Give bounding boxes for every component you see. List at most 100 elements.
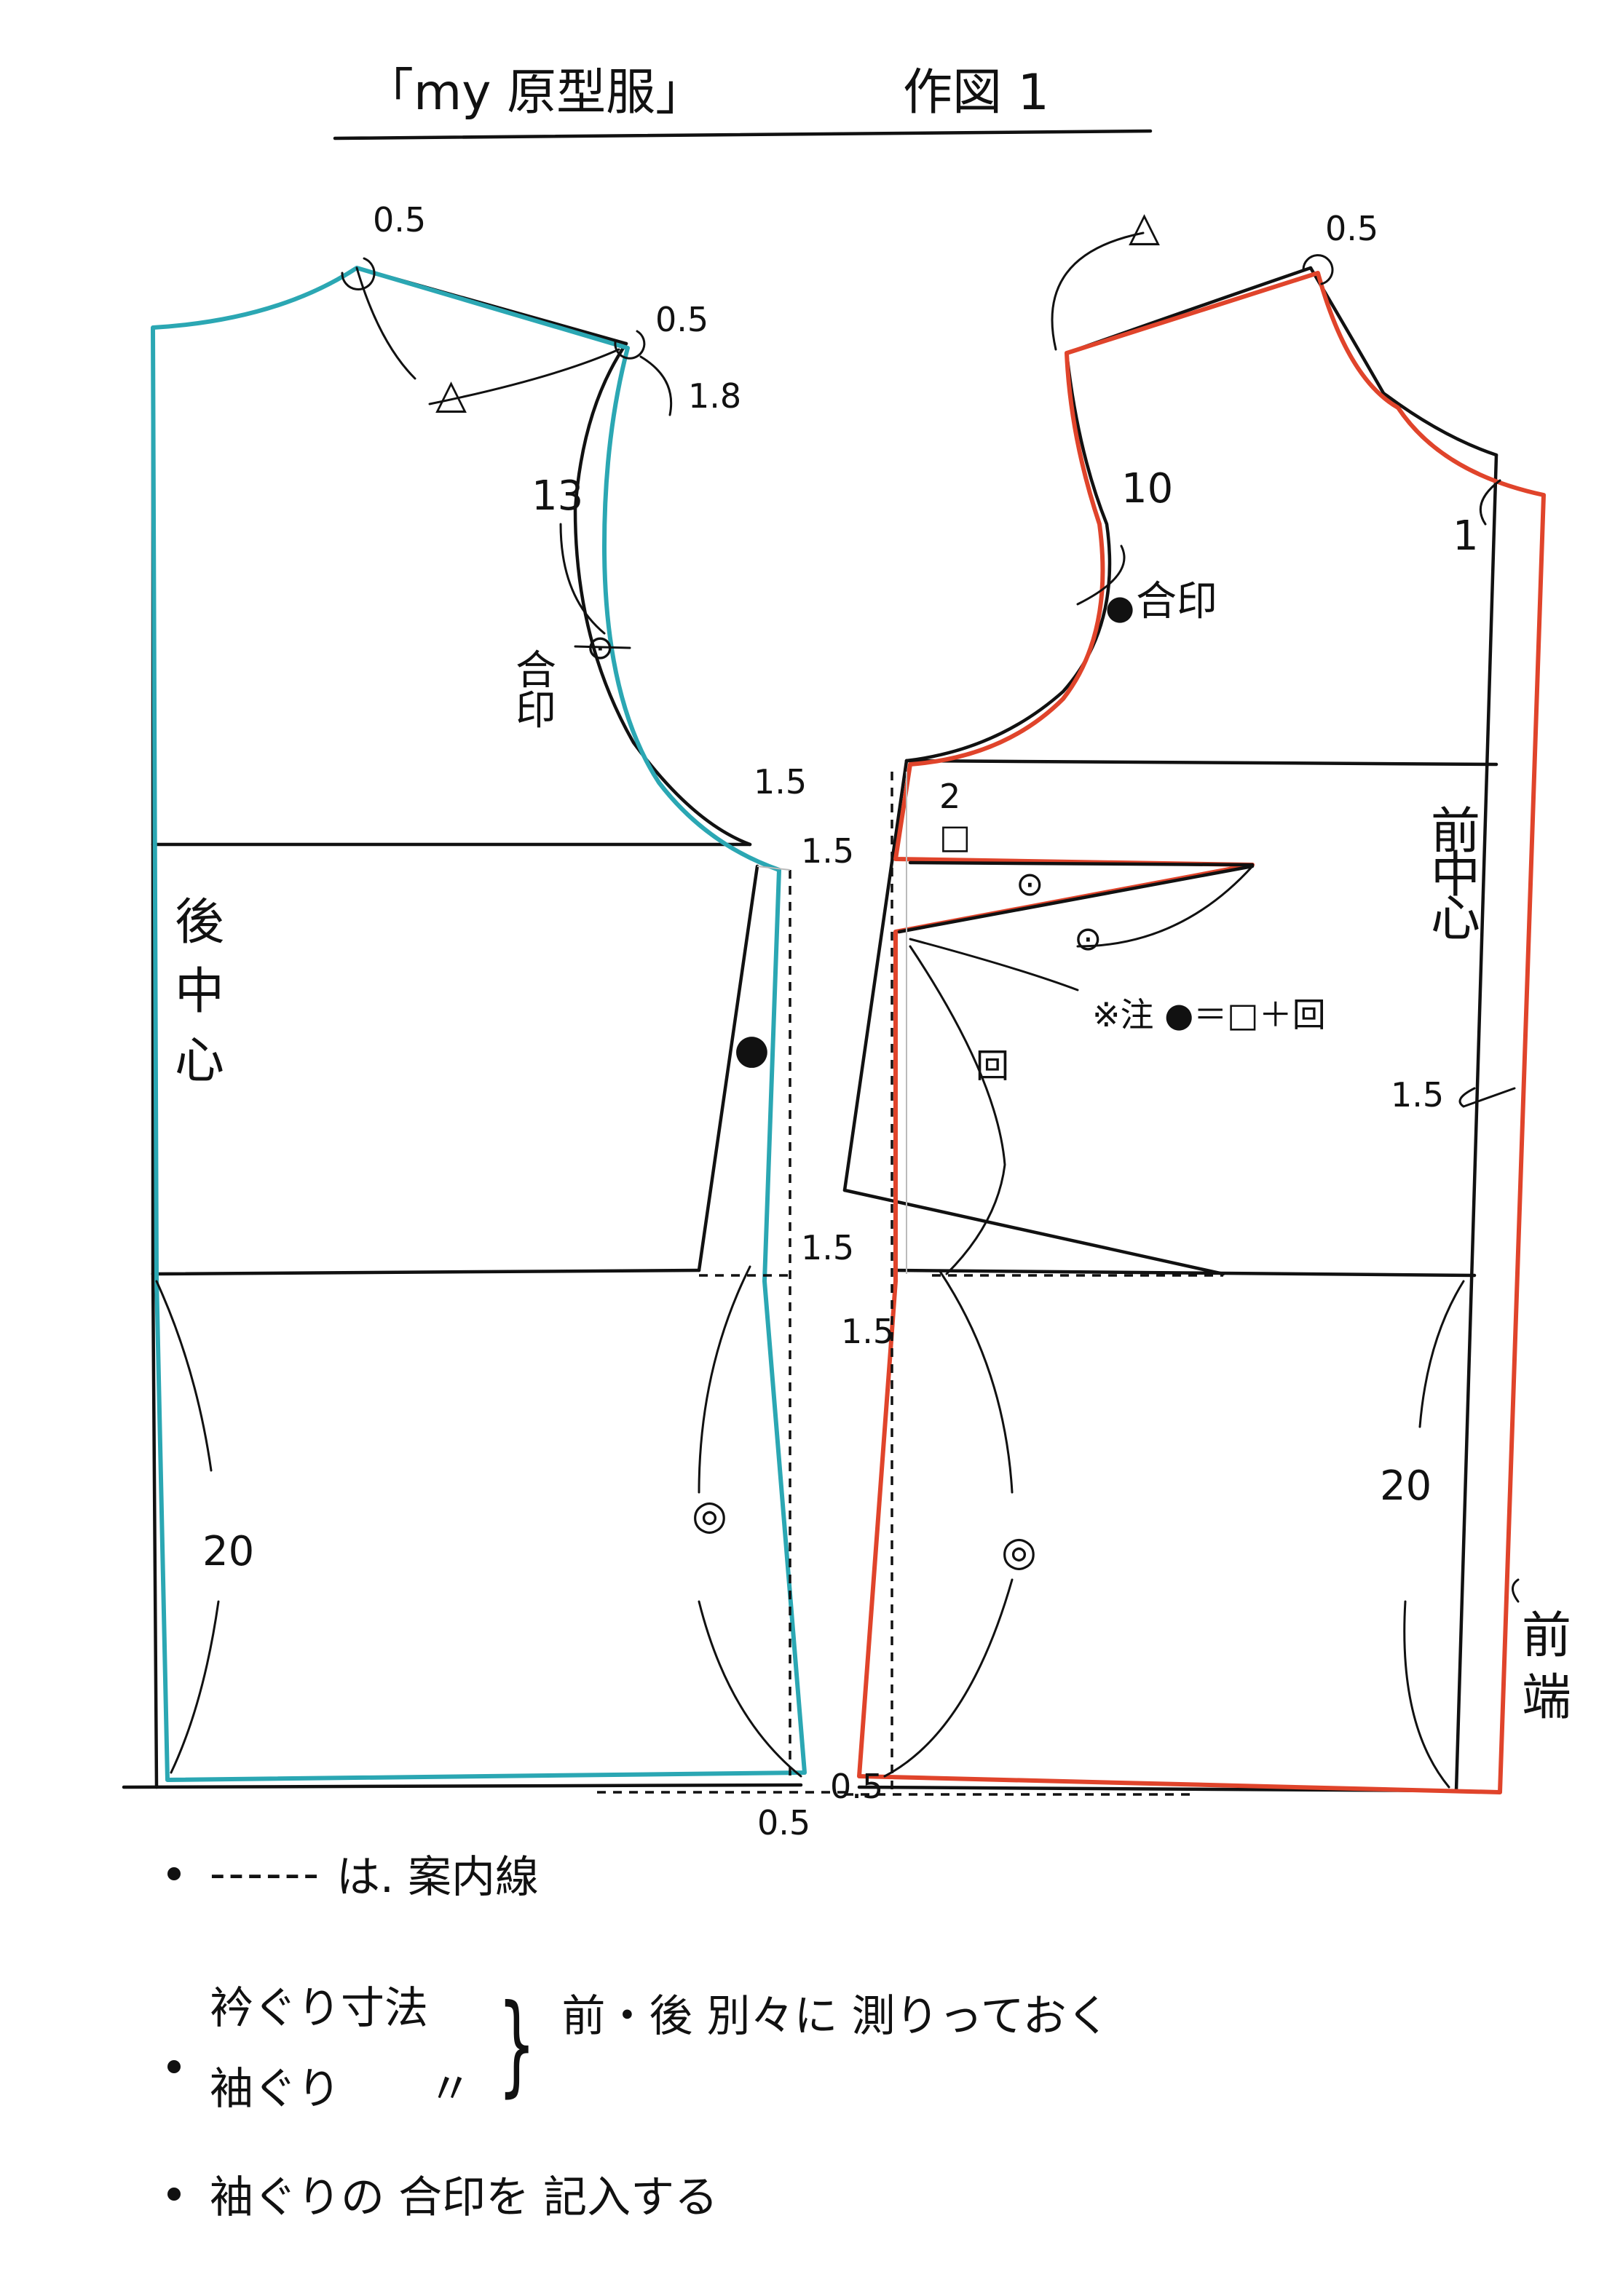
front-lower-arc-1: [938, 1269, 1014, 1494]
front-dart-symbol-1: ⊙: [1016, 864, 1044, 903]
front-double-circle-symbol: ◎: [1001, 1528, 1037, 1575]
back-double-circle-symbol: ◎: [692, 1492, 727, 1539]
front-lower-arc-2: [883, 1578, 1014, 1778]
note-2-line-b: 袖ぐり: [210, 2064, 341, 2115]
back-side-top-dim: 1.5: [754, 762, 807, 801]
back-shoulder-tip-dim: 0.5: [655, 300, 708, 339]
back-notch-symbol: ⊙: [586, 628, 615, 667]
note-2-line-a: 衿ぐり寸法: [210, 1983, 428, 2034]
note-2: 衿ぐり寸法 袖ぐり 〃 } 前・後 別々に 測りっておく: [167, 1973, 1110, 2117]
back-center-label-3: 心: [175, 1032, 224, 1090]
note-3: 袖ぐりの 合印を 記入する: [167, 2162, 718, 2225]
front-edge-label-mark: [1512, 1578, 1520, 1603]
back-notch-tick: [574, 645, 631, 649]
front-finished-outline: [857, 271, 1546, 1794]
front-dart-upper: [908, 860, 1255, 867]
note-2-bullet: [167, 2060, 181, 2073]
title-group: 「my 原型服」 作図 1: [333, 64, 1153, 140]
front-edge-label-2: 端: [1522, 1669, 1571, 1727]
front-edge-dim: 1.5: [1391, 1075, 1444, 1115]
back-center-label-2: 中: [175, 963, 224, 1021]
note-1-text: は. 案内線: [336, 1852, 540, 1903]
front-dart-lower: [897, 864, 1255, 934]
front-box-symbol: 回: [976, 1046, 1009, 1085]
back-shoulder-top-dim: 0.5: [373, 200, 426, 240]
back-shoulder-drop-dim: 1.8: [688, 376, 741, 416]
front-neck-top-dim: 0.5: [1325, 209, 1378, 248]
title-underline: [333, 129, 1153, 140]
note-2-line-b-wrap: 袖ぐり 〃: [210, 2054, 472, 2117]
front-armhole: [904, 351, 1112, 763]
back-notch-label-2: 印: [516, 687, 556, 735]
back-side-arc-1: [698, 1265, 751, 1494]
front-side-waist-dim: 1.5: [841, 1312, 894, 1351]
front-neckline: [1308, 266, 1498, 457]
front-side-dim: 20: [1380, 1462, 1432, 1510]
note-1-bullet: [167, 1867, 181, 1880]
front-waist-slant: [842, 1188, 1225, 1276]
back-waist-line: [151, 1268, 701, 1276]
front-neck-drop-dim: 1: [1453, 512, 1479, 560]
front-dart-symbol-2: ⊙: [1074, 919, 1102, 958]
back-shoulder-point-mark: [614, 330, 646, 360]
back-center-label-1: 後: [175, 894, 224, 951]
back-armhole-arc: [559, 523, 606, 635]
back-lower-arc-2: [170, 1600, 220, 1774]
title-right: 作図 1: [903, 64, 1049, 122]
back-lower-arc-1: [155, 1280, 213, 1472]
front-bodice: △ ● ⊙ ⊙ □ 回 ◎ 前 中 心 前 端 合印 ※注 ●＝□＋回 0.5 …: [830, 203, 1571, 1806]
note-2-ditto: 〃: [428, 2064, 472, 2115]
title-left: 「my 原型服」: [364, 64, 705, 122]
note-2-brace: }: [497, 1982, 536, 2108]
front-dart-dim: 2: [939, 777, 960, 816]
front-triangle-symbol: △: [1129, 203, 1160, 250]
front-neck-drop-arc: [1479, 479, 1501, 526]
back-armhole-dim: 13: [532, 472, 583, 520]
front-note: ※注 ●＝□＋回: [1092, 995, 1326, 1034]
back-filled-symbol: ●: [734, 1026, 770, 1073]
back-bodice: △ ⊙ ● ◎ 後 中 心 合 印 20 13 0.5 0.5 1.8 1.5 …: [122, 200, 854, 1842]
back-side-arc-2: [698, 1600, 802, 1778]
front-edge-label-1: 前: [1522, 1607, 1571, 1665]
front-side-arc: [909, 945, 1006, 1275]
back-finished-outline: [151, 266, 807, 1782]
front-center-label-3: 心: [1431, 890, 1480, 948]
back-shoulder-drop-arc: [639, 355, 673, 416]
back-side-waist-dim: 1.5: [801, 1228, 854, 1267]
note-3-text: 袖ぐりの 合印を 記入する: [210, 2172, 719, 2223]
back-hem-dim: 0.5: [757, 1803, 810, 1842]
front-hem-dim: 0.5: [830, 1767, 883, 1806]
front-armhole-dim: 10: [1121, 465, 1173, 512]
front-neck-arc: [1051, 231, 1145, 351]
front-armhole-arc: [1076, 545, 1126, 606]
note-2-right: 前・後 別々に 測りっておく: [561, 1990, 1110, 2042]
back-neck-point-mark: [341, 257, 376, 290]
front-chest-line: [904, 759, 1498, 767]
back-side-top2-dim: 1.5: [801, 831, 854, 871]
front-neck-point-mark: [1302, 254, 1334, 285]
front-edge-dim-mark: [1458, 1087, 1516, 1108]
front-center-label-2: 中: [1431, 847, 1480, 904]
front-notch-symbol: ●: [1105, 587, 1134, 627]
front-square-symbol: □: [939, 817, 971, 856]
front-dart-arc-2: [1076, 865, 1254, 948]
front-side-arc-3: [1418, 1280, 1465, 1428]
back-side-upper: [697, 864, 759, 1272]
back-notch-label-1: 合: [516, 647, 556, 694]
note-1: ------ は. 案内線: [167, 1842, 539, 1905]
note-1-dash: ------: [210, 1848, 322, 1899]
note-2-left: 衿ぐり寸法 袖ぐり 〃: [210, 1973, 472, 2117]
back-side-dim: 20: [202, 1528, 254, 1575]
front-dart-arc-1: [909, 938, 1079, 991]
note-3-bullet: [167, 2187, 181, 2201]
back-arc-2: [428, 348, 620, 405]
front-center-label-1: 前: [1431, 803, 1480, 860]
front-center-line: [1454, 453, 1498, 1793]
back-armhole: [573, 341, 752, 847]
back-arc-1: [355, 266, 416, 380]
back-triangle-symbol: △: [435, 371, 467, 418]
front-waist-line: [893, 1268, 1477, 1278]
back-hem-line: [122, 1783, 803, 1789]
front-side-arc-4: [1403, 1600, 1450, 1789]
